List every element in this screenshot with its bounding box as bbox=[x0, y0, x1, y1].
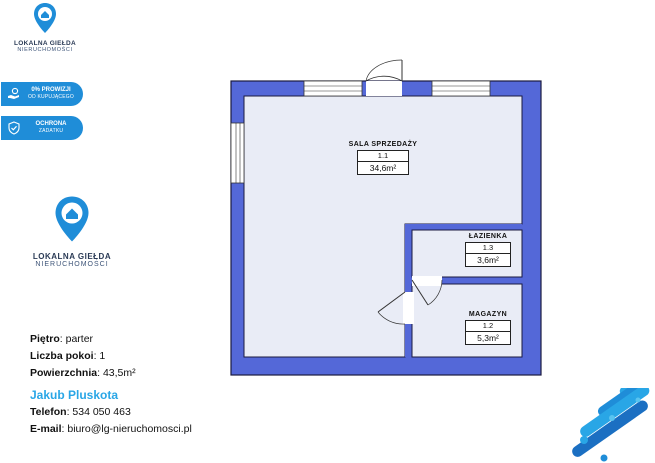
room-storage: MAGAZYN 1.2 5,3m² bbox=[456, 311, 520, 345]
agent-name: Jakub Pluskota bbox=[30, 388, 119, 402]
logo-sub: NIERUCHOMOŚCI bbox=[17, 47, 73, 53]
detail-area: Powierzchnia: 43,5m² bbox=[30, 367, 136, 379]
detail-value: : 1 bbox=[93, 350, 106, 362]
detail-rooms: Liczba pokoi: 1 bbox=[30, 350, 105, 362]
badge-title: 0% PROWIZJI bbox=[31, 87, 71, 93]
logo-mid: LOKALNA GIEŁDA NIERUCHOMOŚCI bbox=[20, 194, 124, 268]
room-area: 3,6m² bbox=[477, 255, 499, 265]
badge-no-commission: 0% PROWIZJI OD KUPUJĄCEGO bbox=[1, 82, 83, 106]
logo-sub: NIERUCHOMOŚCI bbox=[35, 261, 109, 268]
location-pin-icon bbox=[55, 196, 89, 242]
detail-label: Powierzchnia bbox=[30, 367, 98, 379]
room-number: 1.3 bbox=[466, 243, 510, 254]
room-name: ŁAZIENKA bbox=[468, 233, 508, 240]
logo-top: LOKALNA GIEŁDA NIERUCHOMOŚCI bbox=[8, 2, 82, 53]
location-pin-icon bbox=[34, 3, 56, 33]
window bbox=[303, 80, 363, 97]
room-area: 34,6m² bbox=[369, 163, 397, 173]
room-area: 5,3m² bbox=[477, 333, 499, 343]
detail-value: : 43,5m² bbox=[97, 367, 136, 379]
contact-email[interactable]: E-mail: biuro@lg-nieruchomosci.pl bbox=[30, 423, 192, 435]
contact-label: E-mail bbox=[30, 423, 62, 435]
door-entrance bbox=[366, 81, 402, 96]
detail-value: : parter bbox=[59, 333, 94, 345]
window bbox=[431, 80, 491, 97]
detail-label: Piętro bbox=[30, 333, 60, 345]
contact-phone[interactable]: Telefon: 534 050 463 bbox=[30, 406, 131, 418]
detail-label: Liczba pokoi bbox=[30, 350, 94, 362]
shield-check-icon bbox=[8, 121, 20, 135]
room-sales-hall: SALA SPRZEDAŻY 1.1 34,6m² bbox=[338, 141, 428, 175]
room-name: MAGAZYN bbox=[468, 311, 508, 318]
contact-value: : biuro@lg-nieruchomosci.pl bbox=[61, 423, 192, 435]
contact-label: Telefon bbox=[30, 406, 67, 418]
badge-subtitle: ZADATKU bbox=[38, 128, 64, 134]
logo-brand: LOKALNA GIEŁDA bbox=[13, 40, 77, 47]
room-name: SALA SPRZEDAŻY bbox=[348, 141, 418, 148]
room-number: 1.2 bbox=[466, 321, 510, 332]
room-info-box: 1.2 5,3m² bbox=[465, 320, 511, 345]
room-number: 1.1 bbox=[358, 151, 408, 162]
badge-subtitle: OD KUPUJĄCEGO bbox=[28, 94, 74, 100]
badge-deposit-protection: OCHRONA ZADATKU bbox=[1, 116, 83, 140]
badge-title: OCHRONA bbox=[35, 121, 67, 127]
room-bathroom: ŁAZIENKA 1.3 3,6m² bbox=[456, 233, 520, 267]
window bbox=[230, 122, 245, 184]
detail-floor: Piętro: parter bbox=[30, 333, 93, 345]
room-info-box: 1.3 3,6m² bbox=[465, 242, 511, 267]
door-storage bbox=[403, 292, 414, 324]
contact-value: : 534 050 463 bbox=[66, 406, 131, 418]
door-bathroom bbox=[412, 276, 442, 286]
hand-money-icon bbox=[8, 87, 19, 99]
decorative-corner-shapes bbox=[572, 388, 655, 462]
logo-brand: LOKALNA GIEŁDA bbox=[32, 252, 112, 261]
room-info-box: 1.1 34,6m² bbox=[357, 150, 409, 175]
